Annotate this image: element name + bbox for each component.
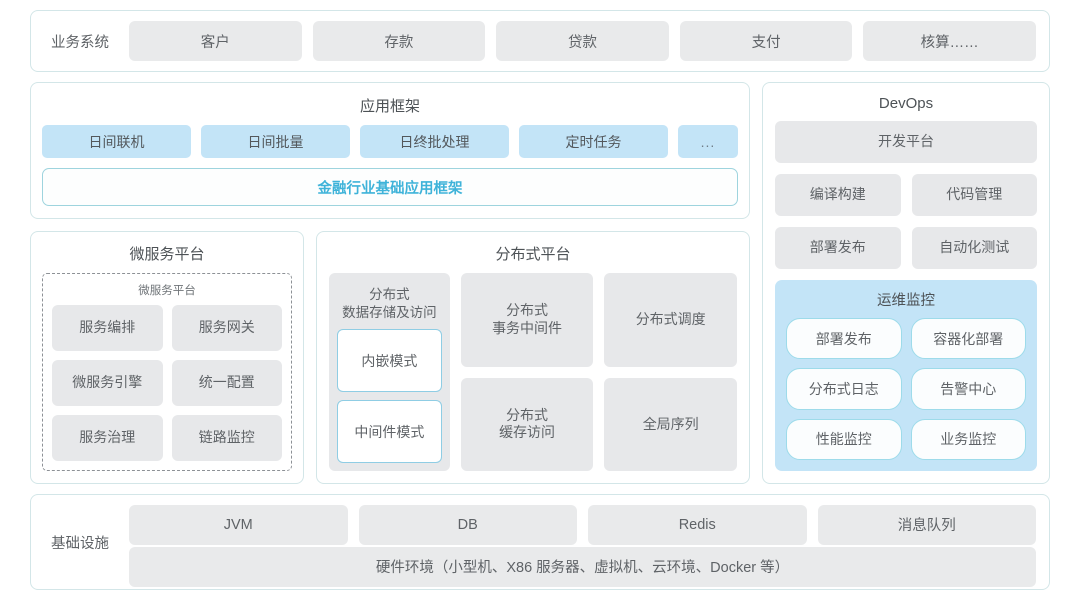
- business-system-payment[interactable]: 支付: [679, 21, 853, 61]
- microservice-platform-title: 微服务平台: [129, 246, 205, 263]
- microservice-platform-section: 微服务平台 微服务平台 服务编排 服务网关 微服务引擎 统一配置 服务治理 链路…: [30, 231, 304, 484]
- app-fw-eod-batch[interactable]: 日终批处理: [360, 125, 509, 158]
- dist-transaction-middleware[interactable]: 分布式事务中间件: [460, 273, 594, 367]
- business-systems-section: 业务系统 客户 存款 贷款 支付 核算……: [30, 10, 1050, 72]
- ms-service-engine[interactable]: 微服务引擎: [52, 360, 163, 406]
- dist-data-storage-access[interactable]: 分布式数据存储及访问 内嵌模式 中间件模式: [329, 273, 450, 471]
- dist-cache-access[interactable]: 分布式缓存访问: [460, 377, 594, 471]
- devops-dev-platform[interactable]: 开发平台: [775, 121, 1037, 163]
- infrastructure-hardware-row: 硬件环境（小型机、X86 服务器、虚拟机、云环境、Docker 等）: [129, 546, 1036, 587]
- business-systems-label: 业务系统: [51, 34, 109, 51]
- dist-data-storage-access-label: 分布式数据存储及访问: [342, 287, 437, 320]
- business-systems-items: 客户 存款 贷款 支付 核算……: [129, 21, 1036, 61]
- dist-scheduling[interactable]: 分布式调度: [604, 273, 737, 367]
- dist-embedded-mode[interactable]: 内嵌模式: [337, 329, 442, 393]
- ms-trace-monitoring[interactable]: 链路监控: [171, 415, 282, 461]
- microservice-platform-items: 服务编排 服务网关 微服务引擎 统一配置 服务治理 链路监控: [52, 305, 282, 461]
- infrastructure-label: 基础设施: [51, 535, 109, 552]
- ms-service-orchestration[interactable]: 服务编排: [52, 305, 163, 351]
- ops-alert-center[interactable]: 告警中心: [910, 368, 1026, 410]
- ops-deploy-release[interactable]: 部署发布: [786, 318, 902, 360]
- financial-base-framework[interactable]: 金融行业基础应用框架: [42, 168, 738, 206]
- distributed-platform-title: 分布式平台: [495, 246, 571, 263]
- ops-monitoring-section: 运维监控 部署发布 容器化部署 分布式日志 告警中心 性能监控 业务监控: [775, 280, 1037, 471]
- application-framework-title: 应用框架: [359, 98, 420, 115]
- infrastructure-body: JVM DB Redis 消息队列 硬件环境（小型机、X86 服务器、虚拟机、云…: [129, 504, 1036, 587]
- ms-service-governance[interactable]: 服务治理: [52, 415, 163, 461]
- application-framework-section: 应用框架 日间联机 日间批量 日终批处理 定时任务 ... 金融行业基础应用框架: [30, 82, 750, 219]
- devops-deploy-release[interactable]: 部署发布: [775, 227, 901, 269]
- platforms-row: 微服务平台 微服务平台 服务编排 服务网关 微服务引擎 统一配置 服务治理 链路…: [30, 231, 750, 484]
- microservice-platform-inner-title: 微服务平台: [138, 285, 196, 297]
- distributed-platform-section: 分布式平台 分布式数据存储及访问 内嵌模式 中间件模式 分布式事务中间件 分布式…: [316, 231, 750, 484]
- infra-message-queue[interactable]: 消息队列: [817, 504, 1036, 545]
- microservice-platform-inner-box: 微服务平台 服务编排 服务网关 微服务引擎 统一配置 服务治理 链路监控: [42, 273, 292, 471]
- infra-jvm[interactable]: JVM: [129, 504, 348, 545]
- ops-business-monitoring[interactable]: 业务监控: [910, 418, 1026, 460]
- ops-distributed-log[interactable]: 分布式日志: [786, 368, 902, 410]
- infra-hardware-environment[interactable]: 硬件环境（小型机、X86 服务器、虚拟机、云环境、Docker 等）: [129, 546, 1036, 587]
- business-system-accounting[interactable]: 核算……: [863, 21, 1036, 61]
- ops-monitoring-title: 运维监控: [877, 293, 935, 309]
- distributed-platform-items: 分布式数据存储及访问 内嵌模式 中间件模式 分布式事务中间件 分布式调度 分布式…: [329, 273, 737, 471]
- devops-pair-1: 编译构建 代码管理: [775, 174, 1037, 216]
- app-fw-daytime-online[interactable]: 日间联机: [42, 125, 191, 158]
- devops-title: DevOps: [878, 95, 934, 112]
- ops-monitoring-items: 部署发布 容器化部署 分布式日志 告警中心 性能监控 业务监控: [786, 318, 1026, 460]
- app-fw-daytime-batch[interactable]: 日间批量: [201, 125, 350, 158]
- business-system-deposit[interactable]: 存款: [312, 21, 486, 61]
- devops-section: DevOps 开发平台 编译构建 代码管理 部署发布 自动化测试 运维监控 部署…: [762, 82, 1050, 484]
- infra-db[interactable]: DB: [358, 504, 577, 545]
- dist-middleware-mode[interactable]: 中间件模式: [337, 400, 442, 463]
- ops-containerized-deploy[interactable]: 容器化部署: [910, 318, 1026, 360]
- application-framework-items: 日间联机 日间批量 日终批处理 定时任务 ...: [42, 125, 738, 158]
- devops-compile-build[interactable]: 编译构建: [775, 174, 901, 216]
- app-fw-more-button[interactable]: ...: [678, 125, 738, 158]
- business-system-loan[interactable]: 贷款: [496, 21, 669, 61]
- ms-service-gateway[interactable]: 服务网关: [171, 305, 282, 351]
- infrastructure-items: JVM DB Redis 消息队列: [129, 504, 1036, 545]
- business-system-customer[interactable]: 客户: [129, 21, 302, 61]
- infrastructure-section: 基础设施 JVM DB Redis 消息队列 硬件环境（小型机、X86 服务器、…: [30, 494, 1050, 590]
- middle-zone: 应用框架 日间联机 日间批量 日终批处理 定时任务 ... 金融行业基础应用框架…: [30, 82, 1050, 484]
- ops-performance-monitoring[interactable]: 性能监控: [786, 418, 902, 460]
- devops-code-management[interactable]: 代码管理: [911, 174, 1037, 216]
- middle-left-column: 应用框架 日间联机 日间批量 日终批处理 定时任务 ... 金融行业基础应用框架…: [30, 82, 750, 484]
- devops-column: DevOps 开发平台 编译构建 代码管理 部署发布 自动化测试 运维监控 部署…: [762, 82, 1050, 484]
- dist-global-sequence[interactable]: 全局序列: [604, 377, 737, 471]
- ms-unified-config[interactable]: 统一配置: [171, 360, 282, 406]
- infra-redis[interactable]: Redis: [588, 504, 807, 545]
- devops-automated-test[interactable]: 自动化测试: [911, 227, 1037, 269]
- app-fw-scheduled-task[interactable]: 定时任务: [519, 125, 668, 158]
- devops-pair-2: 部署发布 自动化测试: [775, 227, 1037, 269]
